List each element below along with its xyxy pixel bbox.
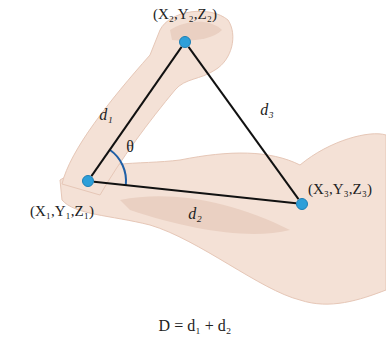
forearm <box>62 11 233 195</box>
coordinate-label: (X₃,Y₃,Z₃) <box>308 181 372 198</box>
joint-point <box>82 175 94 187</box>
angle-label: θ <box>126 138 134 156</box>
distance-line <box>189 47 299 199</box>
distance-label: d₂ <box>188 205 202 223</box>
distance-label: d₃ <box>260 101 274 119</box>
formula-label: D = d₁ + d₂ <box>159 317 232 335</box>
fist-shade <box>170 22 222 41</box>
distance-line <box>94 182 296 204</box>
coordinate-label: (X₁,Y₁,Z₁) <box>30 203 94 220</box>
joint-point <box>296 198 308 210</box>
biceps-shade <box>120 196 290 234</box>
angle-arc <box>110 150 126 185</box>
distance-line <box>91 47 181 176</box>
joint-point <box>179 36 191 48</box>
distance-label: d₁ <box>99 106 113 124</box>
coordinate-label: (X₂,Y₂,Z₂) <box>153 6 217 23</box>
